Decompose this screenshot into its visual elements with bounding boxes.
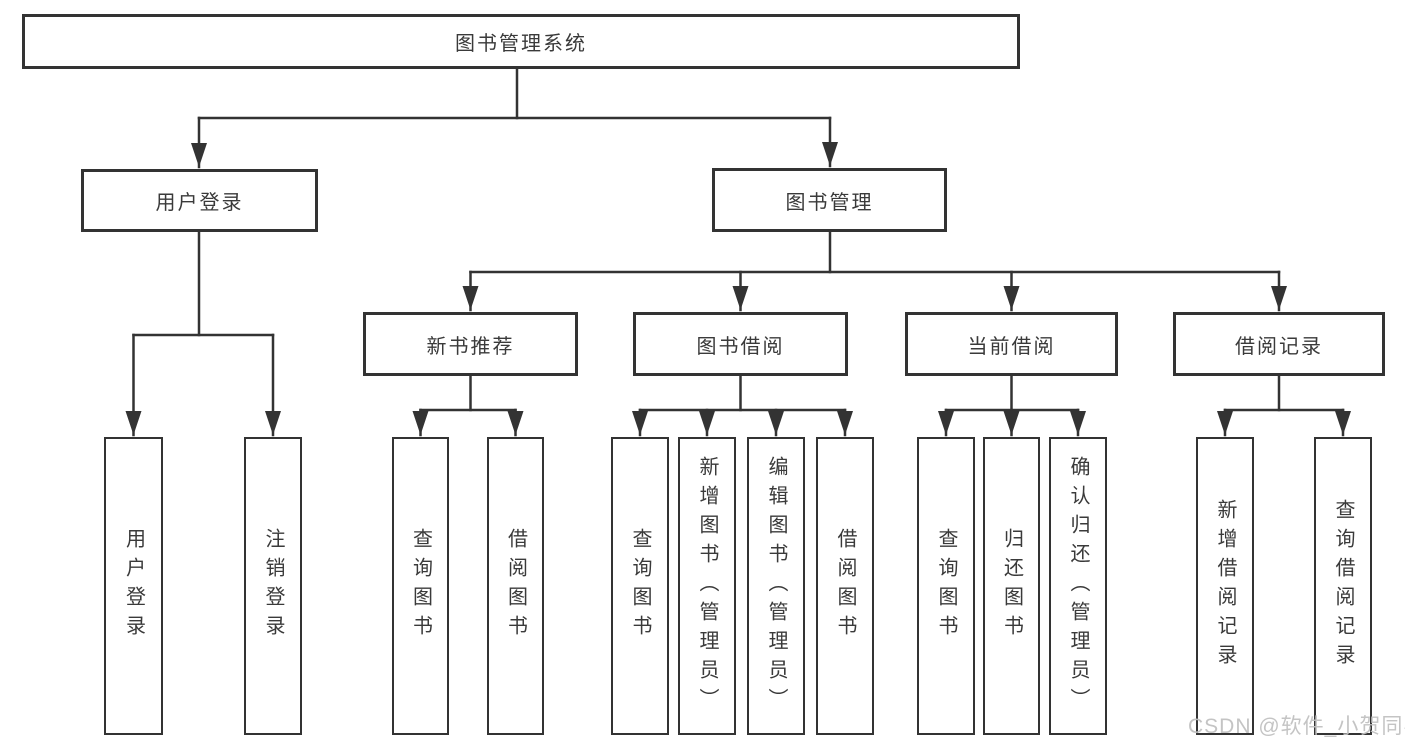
leaf-label: 用户登录	[122, 528, 145, 644]
leaf-label: 借阅图书	[504, 528, 527, 644]
node-label: 图书借阅	[696, 335, 785, 358]
leaf-label: 新增借阅记录	[1214, 499, 1236, 673]
leaf-query-borrow-record: 查询借阅记录	[1314, 437, 1372, 735]
node-label: 当前借阅	[967, 335, 1056, 358]
node-label: 用户登录	[155, 192, 244, 214]
leaf-return-books: 归还图书	[983, 437, 1040, 735]
leaf-borrow-books-recommend: 借阅图书	[487, 437, 544, 735]
csdn-watermark: CSDN @软件_小贺同学	[1188, 715, 1405, 738]
node-borrow-records: 借阅记录	[1173, 312, 1385, 376]
leaf-label: 归还图书	[1000, 528, 1023, 644]
leaf-label: 查询借阅记录	[1332, 499, 1354, 673]
leaf-borrow-books: 借阅图书	[816, 437, 874, 735]
leaf-query-books-current: 查询图书	[917, 437, 975, 735]
node-label: 图书管理系统	[455, 33, 587, 55]
leaf-label: 注销登录	[262, 528, 284, 644]
leaf-add-borrow-record: 新增借阅记录	[1196, 437, 1254, 735]
leaf-label: 查询图书	[629, 528, 651, 644]
leaf-label: 编辑图书（管理员）	[765, 455, 787, 717]
leaf-query-books-recommend: 查询图书	[392, 437, 449, 735]
node-new-book-recommend: 新书推荐	[363, 312, 578, 376]
node-book-borrow: 图书借阅	[633, 312, 848, 376]
node-label: 图书管理	[785, 191, 874, 214]
leaf-label: 查询图书	[409, 528, 432, 644]
leaf-label: 查询图书	[935, 528, 957, 644]
leaf-add-books-admin: 新增图书（管理员）	[678, 437, 736, 735]
leaf-query-books-borrow: 查询图书	[611, 437, 669, 735]
leaf-confirm-return-admin: 确认归还（管理员）	[1049, 437, 1107, 735]
node-current-borrow: 当前借阅	[905, 312, 1118, 376]
leaf-label: 借阅图书	[834, 528, 856, 644]
leaf-label: 确认归还（管理员）	[1067, 455, 1089, 717]
node-label: 新书推荐	[426, 335, 515, 358]
leaf-edit-books-admin: 编辑图书（管理员）	[747, 437, 805, 735]
node-library-management-system: 图书管理系统	[22, 14, 1020, 69]
node-book-management-module: 图书管理	[712, 168, 947, 232]
node-label: 借阅记录	[1235, 335, 1323, 358]
node-user-login-module: 用户登录	[81, 169, 318, 232]
leaf-user-login: 用户登录	[104, 437, 163, 735]
leaf-logout: 注销登录	[244, 437, 302, 735]
leaf-label: 新增图书（管理员）	[696, 455, 718, 717]
